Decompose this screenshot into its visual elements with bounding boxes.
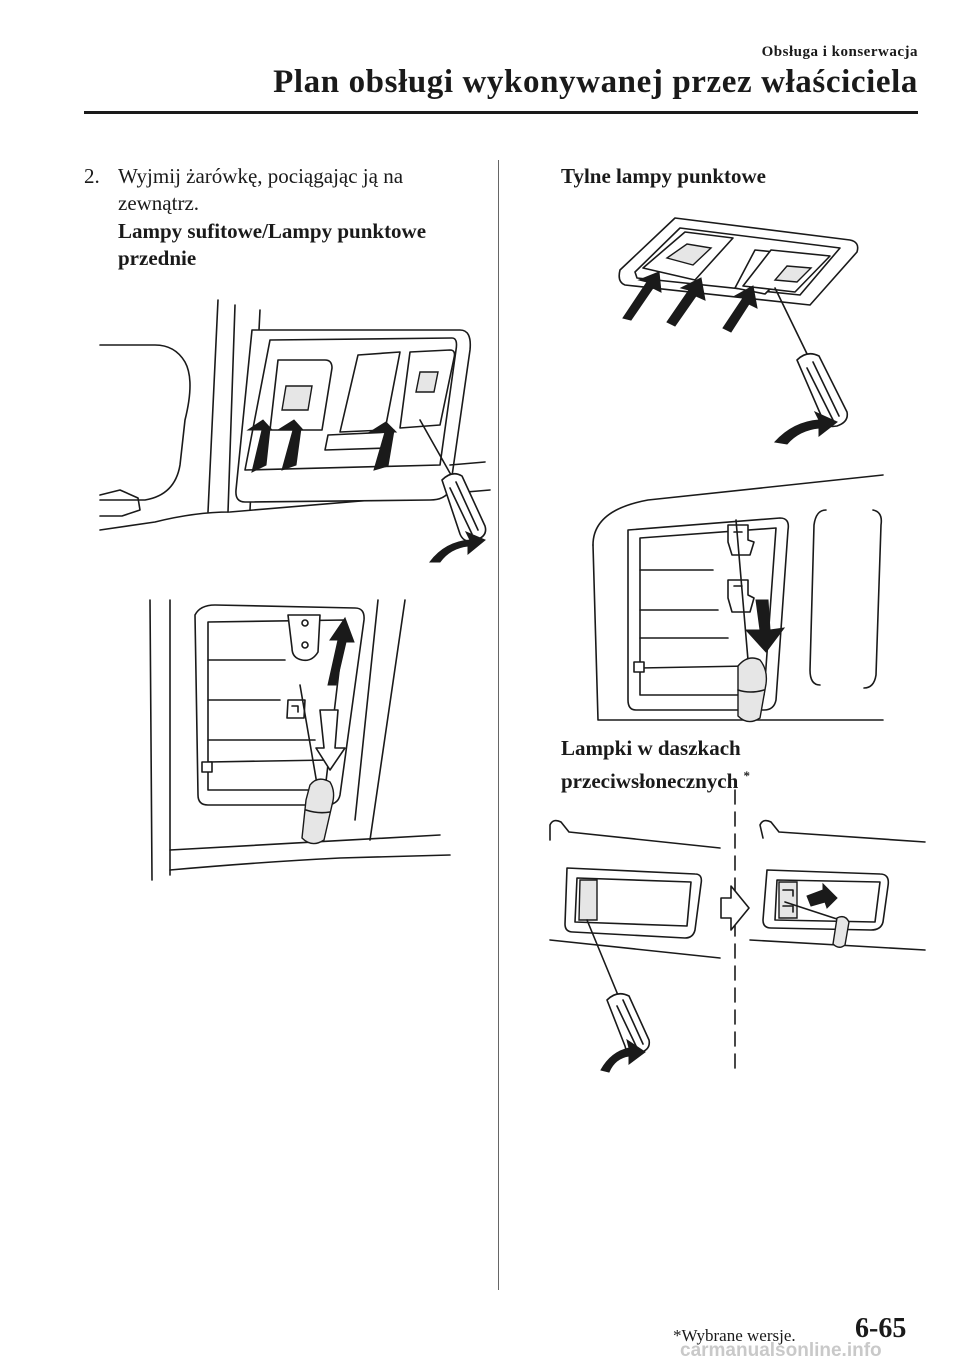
front-console-illustration — [99, 299, 491, 563]
header-rule — [84, 111, 918, 114]
subheading-front-lamps-line2: przednie — [118, 246, 197, 270]
visor-asterisk: * — [743, 768, 751, 783]
visor-lamps-illustration — [549, 789, 926, 1073]
rear-bulb-removal-illustration — [592, 474, 884, 723]
rear-spot-panel-illustration — [618, 217, 859, 445]
section-label: Obsługa i konserwacja — [761, 44, 918, 60]
step-text-line2: zewnątrz. — [118, 191, 200, 215]
column-divider — [498, 160, 499, 1290]
front-bulb-removal-illustration — [149, 599, 451, 881]
step-text-line1: Wyjmij żarówkę, pociągając ją na — [118, 164, 404, 188]
step-number: 2. — [84, 164, 100, 188]
subheading-front-lamps-line1: Lampy sufitowe/Lampy punktowe — [118, 219, 427, 243]
heading-visor-lamps-line1: Lampki w daszkach — [561, 736, 741, 760]
heading-visor-lamps-line2: przeciwsłonecznych * — [561, 768, 751, 793]
page-number: 6-65 — [855, 1313, 907, 1344]
footnote: *Wybrane wersje. — [673, 1326, 796, 1345]
heading-rear-spot-lamps: Tylne lampy punktowe — [561, 164, 766, 188]
watermark: carmanualsonline.info — [680, 1340, 882, 1361]
page-title: Plan obsługi wykonywanej przez właścicie… — [273, 64, 918, 100]
